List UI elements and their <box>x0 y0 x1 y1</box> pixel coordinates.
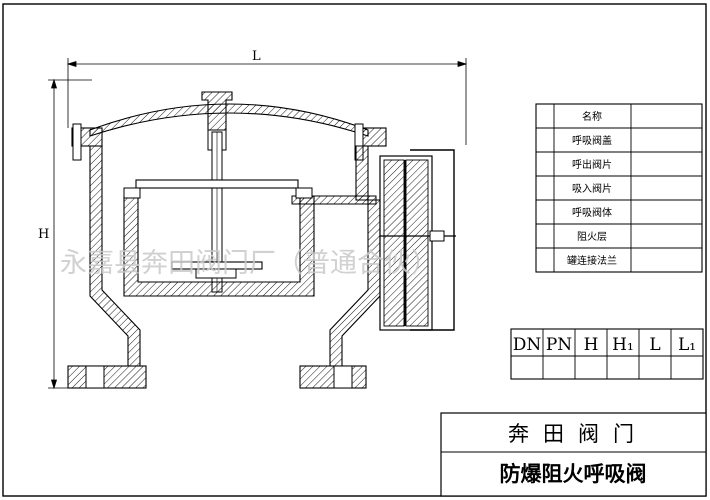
bolt-left <box>72 123 82 161</box>
parts-table-cell: 阻火层 <box>577 231 607 243</box>
bottom-bolt-hole-left <box>85 365 105 389</box>
dimension-h <box>48 78 92 390</box>
flame-arrester-layer-1 <box>383 159 405 327</box>
exhale-disc <box>135 179 299 189</box>
spec-header-h: H <box>584 335 599 355</box>
valve-section-view: L H <box>38 49 468 390</box>
side-outlet-seat <box>291 195 377 205</box>
parts-table-cell: 呼出阀片 <box>572 158 612 171</box>
parts-table-cell: 罐连接法兰 <box>567 254 617 267</box>
parts-table-cell: 呼吸阀体 <box>572 206 612 219</box>
spec-header-dn: DN <box>513 335 542 355</box>
parts-table-cell: 呼吸阀盖 <box>572 134 612 147</box>
spec-table: DN PN H H₁ L L₁ <box>510 328 704 380</box>
flame-arrester-layer-2 <box>405 159 429 327</box>
bottom-flange-right <box>299 365 367 389</box>
spec-header-l1: L₁ <box>678 335 696 355</box>
dimension-h-label: H <box>38 227 49 242</box>
watermark: 永嘉县奔田阀门厂（普通合伙） <box>60 248 438 279</box>
sheet-border <box>2 3 707 497</box>
dimension-l <box>66 58 468 145</box>
spec-header-pn: PN <box>546 335 572 355</box>
parts-table-cell: 吸入阀片 <box>572 182 612 195</box>
parts-table-header: 名称 <box>582 110 602 123</box>
dome-cover <box>89 103 369 137</box>
arrester-cap-bracket <box>410 149 455 331</box>
title-block: 奔田阀门 防爆阻火呼吸阀 <box>440 412 707 497</box>
spec-header-h1: H₁ <box>612 335 634 355</box>
parts-table: 名称 呼吸阀盖 呼出阀片 吸入阀片 呼吸阀体 阻火层 罐连接法兰 <box>535 103 703 273</box>
title-block-company: 奔田阀门 <box>508 422 648 446</box>
cover-guide-boss <box>201 91 233 131</box>
title-block-product-name: 防爆阻火呼吸阀 <box>500 461 647 486</box>
bottom-flange-left <box>67 365 147 389</box>
bottom-bolt-hole-right <box>333 365 353 389</box>
spec-header-l: L <box>649 335 660 355</box>
tie-rod-nut <box>429 230 445 242</box>
dimension-l-label: L <box>252 49 261 64</box>
